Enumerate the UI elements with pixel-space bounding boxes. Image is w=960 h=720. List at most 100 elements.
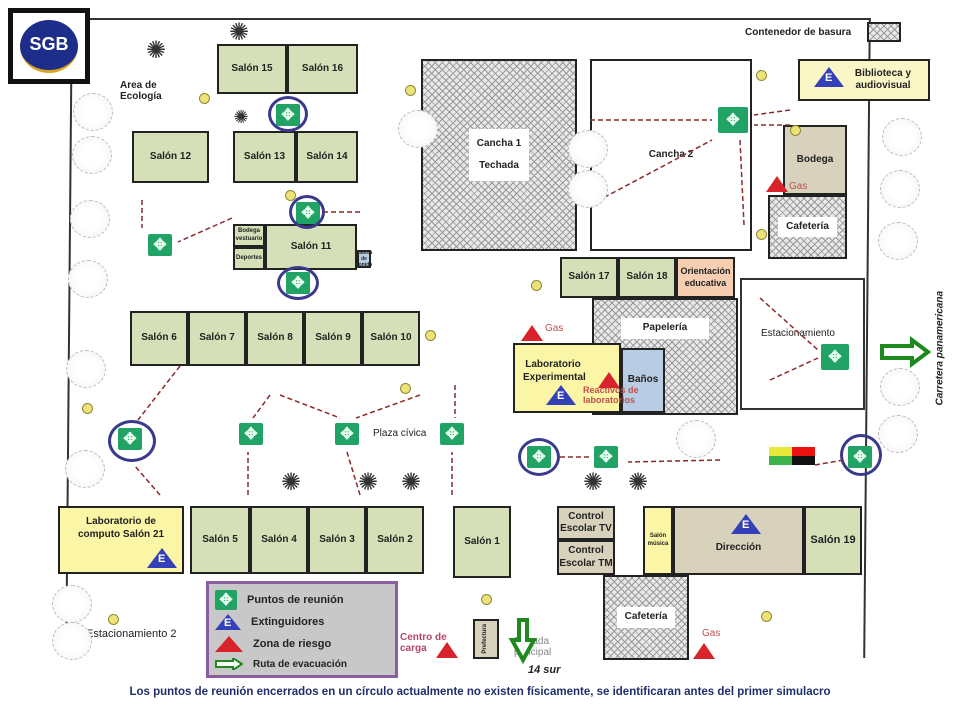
extinguisher-marker: [531, 280, 542, 291]
control-escolar-tv[interactable]: Control Escolar TV: [557, 506, 615, 540]
reactivos-label: Reactivos de laboratorios: [583, 385, 639, 405]
area-ecologia-label: Area de Ecología: [120, 80, 162, 102]
salon-17-label: Salón 17: [568, 271, 610, 283]
salon-6-label: Salón 6: [141, 332, 177, 344]
bodega[interactable]: Bodega: [783, 125, 847, 195]
direccion-label: Dirección: [715, 542, 762, 554]
extinguisher-marker: [790, 125, 801, 136]
cabina-label: Cabina de sonido: [355, 249, 373, 269]
salon-13[interactable]: Salón 13: [233, 131, 296, 183]
estacionamiento-2-label: Estacionamiento 2: [86, 628, 177, 640]
bodega-vestuario[interactable]: Bodega vestuario: [233, 224, 265, 247]
meeting-point-icon[interactable]: ✥: [148, 234, 172, 256]
salon-3[interactable]: Salón 3: [308, 506, 366, 574]
salon-14[interactable]: Salón 14: [296, 131, 358, 183]
unbuilt-marker-circle: [277, 266, 319, 300]
cafeteria-top[interactable]: Cafetería: [768, 195, 847, 259]
tree-icon: [52, 585, 92, 623]
footer-note: Los puntos de reunión encerrados en un c…: [129, 686, 831, 698]
extinguisher-marker: [82, 403, 93, 414]
meeting-point-icon[interactable]: ✥: [821, 344, 849, 370]
extinguisher-marker: [285, 190, 296, 201]
salon-1[interactable]: Salón 1: [453, 506, 511, 578]
salon-9-label: Salón 9: [315, 332, 351, 344]
shrub-icon: ✺: [582, 469, 604, 496]
tree-icon: [880, 368, 920, 406]
extinguisher-icon: E: [814, 67, 844, 87]
extinguisher-marker: [400, 383, 411, 394]
salon-musica-label: Salón música: [647, 533, 669, 547]
salon-7[interactable]: Salón 7: [188, 311, 246, 366]
tree-icon: [882, 118, 922, 156]
tree-icon: [66, 350, 106, 388]
legend-item-risk: Zona de riesgo: [215, 636, 331, 652]
control-tm-label: Control Escolar TM: [559, 545, 613, 569]
meeting-point-icon[interactable]: ✥: [594, 446, 618, 468]
centro-carga-label: Centro de carga: [400, 632, 447, 654]
gas-label: Gas: [789, 181, 808, 192]
salon-2[interactable]: Salón 2: [366, 506, 424, 574]
evacuation-arrow-icon: [215, 658, 243, 670]
meeting-point-icon: ✥: [215, 590, 237, 610]
salon-17[interactable]: Salón 17: [560, 257, 618, 298]
cafeteria-bottom[interactable]: Cafetería: [603, 575, 689, 660]
salon-8[interactable]: Salón 8: [246, 311, 304, 366]
risk-zone-icon: [598, 372, 620, 388]
meeting-point-icon[interactable]: ✥: [718, 107, 748, 133]
gas-label: Gas: [702, 628, 721, 639]
salon-18[interactable]: Salón 18: [618, 257, 676, 298]
tree-icon: [878, 415, 918, 453]
meeting-point-icon[interactable]: ✥: [440, 423, 464, 445]
risk-zone-icon: [521, 325, 543, 341]
legend-label: Ruta de evacuación: [253, 658, 347, 670]
risk-zone-icon: [766, 176, 788, 192]
salon-10-label: Salón 10: [370, 332, 412, 344]
laboratorio-exp-label: Laboratorio Experimental: [523, 359, 586, 383]
prefectura[interactable]: Prefectura: [473, 619, 499, 659]
meeting-point-icon[interactable]: ✥: [239, 423, 263, 445]
shrub-icon: ✺: [627, 469, 649, 496]
deportes-label: Deportes: [235, 254, 262, 261]
salon-5[interactable]: Salón 5: [190, 506, 250, 574]
unbuilt-marker-circle: [518, 438, 560, 476]
unbuilt-marker-circle: [840, 434, 882, 476]
salon-9[interactable]: Salón 9: [304, 311, 362, 366]
salon-6[interactable]: Salón 6: [130, 311, 188, 366]
meeting-point-icon[interactable]: ✥: [335, 423, 359, 445]
cabina-sonido[interactable]: Cabina de sonido: [355, 249, 373, 269]
extinguisher-marker: [405, 85, 416, 96]
tree-icon: [878, 222, 918, 260]
route-dashes: [133, 109, 845, 496]
extinguisher-marker: [425, 330, 436, 341]
tree-icon: [68, 260, 108, 298]
extinguisher-marker: [761, 611, 772, 622]
extinguisher-icon: E: [215, 614, 241, 630]
salon-10[interactable]: Salón 10: [362, 311, 420, 366]
salon-12[interactable]: Salón 12: [132, 131, 209, 183]
salon-19[interactable]: Salón 19: [804, 506, 862, 575]
salon-8-label: Salón 8: [257, 332, 293, 344]
lab-computo-label: Laboratorio de computo Salón 21: [77, 516, 165, 540]
salon-7-label: Salón 7: [199, 332, 235, 344]
salon-4[interactable]: Salón 4: [250, 506, 308, 574]
orientacion-educativa[interactable]: Orientación educativa: [676, 257, 735, 298]
evacuation-arrow-icon: [508, 336, 932, 665]
salon-musica[interactable]: Salón música: [643, 506, 673, 575]
risk-zone-icon: [215, 636, 243, 652]
salon-16-label: Salón 16: [301, 62, 344, 74]
bodega-label: Bodega: [796, 153, 834, 165]
biblioteca-label: Biblioteca y audiovisual: [854, 67, 912, 92]
shrub-icon: ✺: [228, 19, 250, 46]
salon-16[interactable]: Salón 16: [287, 44, 358, 94]
tree-icon: [568, 170, 608, 208]
banos[interactable]: Baños: [621, 348, 665, 413]
shrub-icon: ✺: [400, 469, 422, 496]
cancha-1-sublabel: Techada: [479, 160, 519, 171]
estacionamiento-label: Estacionamiento: [761, 328, 835, 339]
control-escolar-tm[interactable]: Control Escolar TM: [557, 540, 615, 575]
salon-15[interactable]: Salón 15: [217, 44, 287, 94]
salon-5-label: Salón 5: [202, 533, 238, 545]
extinguisher-marker: [481, 594, 492, 605]
deportes[interactable]: Deportes: [233, 247, 265, 270]
